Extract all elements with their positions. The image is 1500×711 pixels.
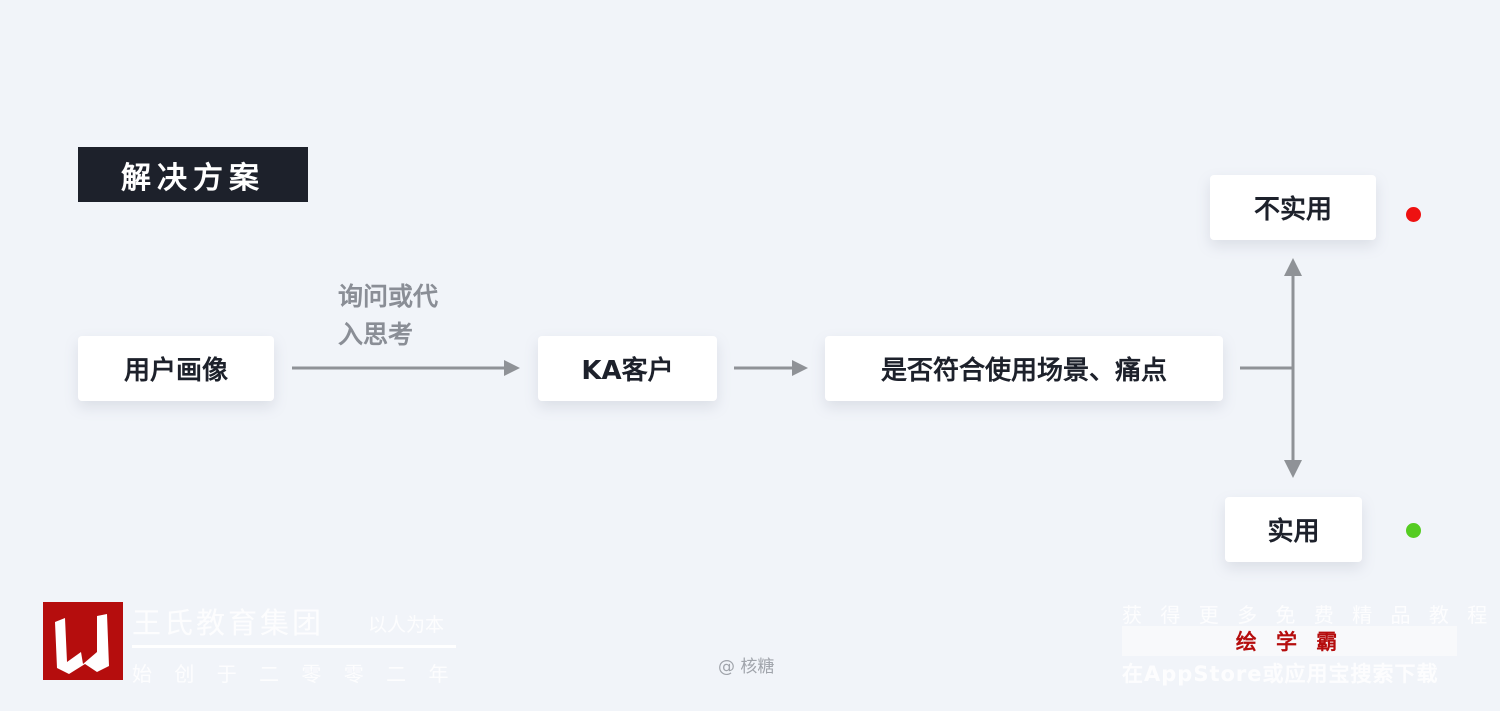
status-dot-red (1406, 207, 1421, 222)
watermark-since: 始 创 于 二 零 零 二 年 (132, 662, 457, 686)
logo (43, 602, 123, 680)
node-not-useful: 不实用 (1210, 175, 1376, 240)
logo-w-icon (55, 614, 109, 674)
watermark-motto: 以人为本 (368, 614, 445, 636)
node-persona: 用户画像 (78, 336, 274, 401)
status-dot-green (1406, 523, 1421, 538)
arrowhead (792, 360, 808, 376)
promo-line3: 在AppStore或应用宝搜索下载 (1122, 662, 1439, 686)
promo-brand: 绘 学 霸 (1122, 626, 1457, 656)
arrowhead-down (1284, 460, 1302, 478)
edge-label-line2: 入思考 (338, 320, 414, 349)
credit: @ 核糖 (718, 657, 775, 677)
promo-line1: 获 得 更 多 免 费 精 品 教 程 (1122, 603, 1494, 627)
watermark-divider (132, 645, 456, 648)
edge-label-line1: 询问或代 (338, 282, 439, 311)
node-useful: 实用 (1225, 497, 1362, 562)
node-fit-check: 是否符合使用场景、痛点 (825, 336, 1223, 401)
arrowhead-up (1284, 258, 1302, 276)
node-ka-client: KA客户 (538, 336, 717, 401)
arrowhead (504, 360, 520, 376)
edge-label: 询问或代 入思考 (338, 278, 438, 354)
watermark-name: 王氏教育集团 (132, 606, 325, 640)
section-title: 解决方案 (78, 147, 308, 202)
